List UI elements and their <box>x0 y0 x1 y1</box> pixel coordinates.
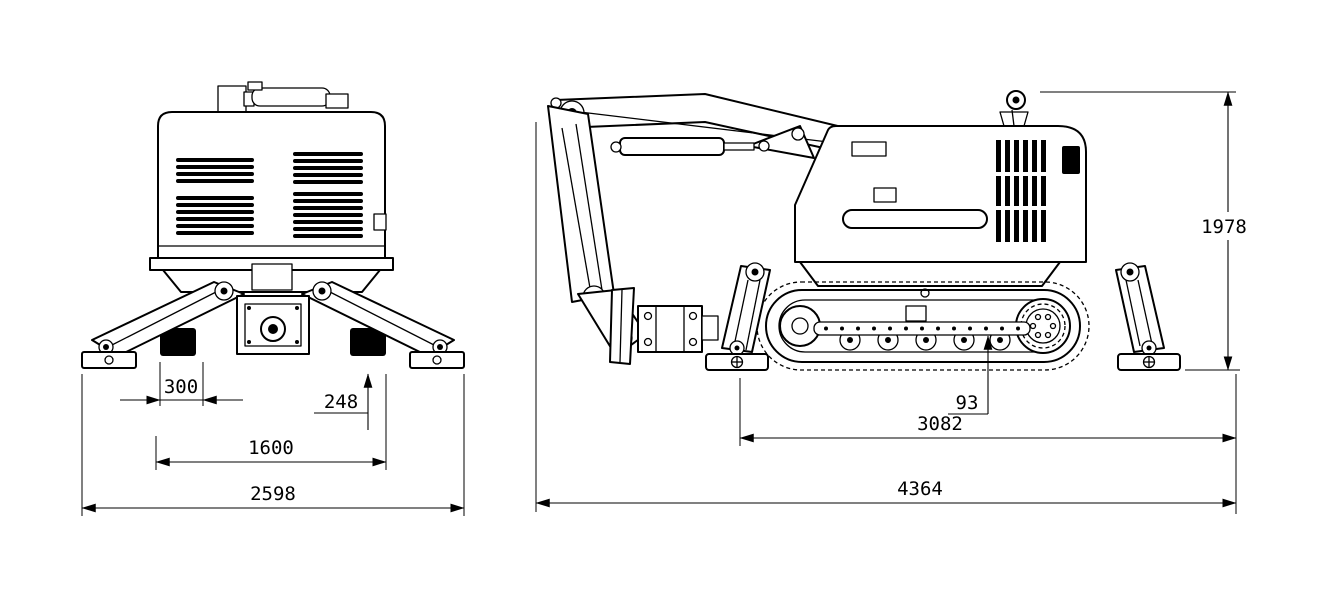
outrigger-leg-left <box>91 281 245 357</box>
sensor-box <box>873 187 897 203</box>
dimension-248-label: 248 <box>324 391 358 413</box>
boom-main-arm <box>547 105 615 303</box>
vent-grille-right-lower <box>293 192 363 238</box>
dimension-2598-label: 2598 <box>250 483 296 505</box>
dimension-300: 300 <box>120 362 243 406</box>
carrier-frame <box>799 261 1061 287</box>
dimension-4364: 4364 <box>535 122 1237 512</box>
hydraulic-cylinder <box>610 137 755 156</box>
track-pad-right <box>350 328 386 356</box>
machine-body <box>794 125 1087 263</box>
small-access-box <box>905 305 927 322</box>
handle-bar <box>842 209 988 229</box>
outrigger-foot-left <box>81 351 137 369</box>
exhaust-assembly <box>217 81 349 113</box>
undercarriage <box>756 261 1090 371</box>
center-mount <box>251 263 293 291</box>
outrigger-rear <box>1115 262 1181 371</box>
dimension-300-label: 300 <box>164 376 198 398</box>
roof-hatch <box>851 141 887 157</box>
vent-grille-side <box>996 140 1046 242</box>
tool-bracket <box>637 305 719 353</box>
dimension-4364-label: 4364 <box>897 478 943 500</box>
front-view: 300 248 1600 2598 <box>81 81 465 516</box>
dimension-1978-label: 1978 <box>1201 216 1247 238</box>
rear-vent <box>1062 146 1080 174</box>
dimension-2598: 2598 <box>81 374 465 516</box>
track-pad-left <box>160 328 196 356</box>
dimension-3082-label: 3082 <box>917 413 963 435</box>
vent-grille-left-lower <box>176 196 254 235</box>
dimension-1600-label: 1600 <box>248 437 294 459</box>
dimension-3082: 3082 <box>739 374 1237 514</box>
tool-plate <box>609 287 635 365</box>
vent-grille-left-upper <box>176 158 254 183</box>
dimension-1600: 1600 <box>155 374 387 470</box>
dimension-93-label: 93 <box>956 392 979 414</box>
dimension-93: 93 <box>948 335 993 415</box>
outrigger-foot-right <box>409 351 465 369</box>
track-guard-bar <box>813 321 1031 336</box>
vent-grille-right-upper <box>293 152 363 184</box>
dimension-248: 248 <box>314 373 373 430</box>
boom-assembly <box>547 93 847 365</box>
outrigger-front <box>705 262 771 371</box>
door-handle <box>373 213 387 231</box>
dimension-1978: 1978 <box>1040 91 1247 371</box>
gearbox <box>236 295 310 355</box>
side-view: 1978 93 3082 4364 <box>535 90 1247 514</box>
beacon-light <box>999 90 1029 127</box>
